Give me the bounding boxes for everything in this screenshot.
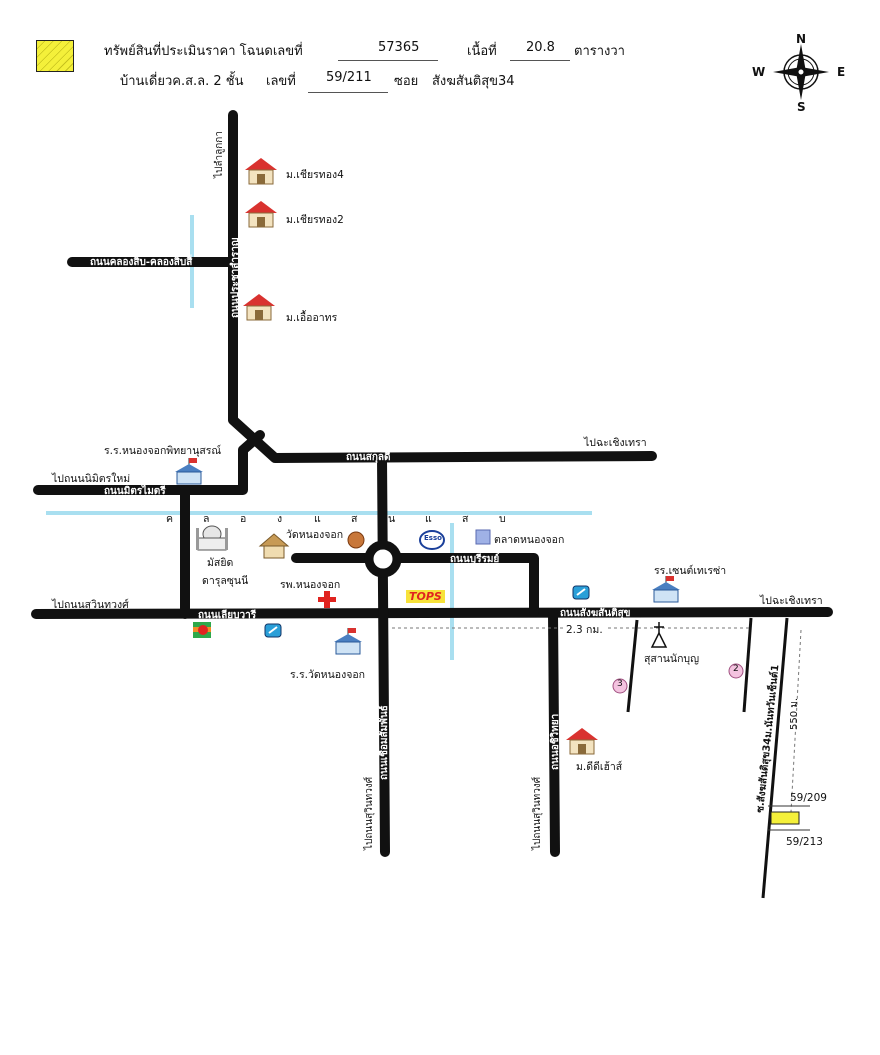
bank-icon (264, 623, 282, 638)
village-label-4: ม.ดีดีเฮ้าส์ (576, 761, 623, 773)
direction-lamlukka: ไปลำลูกกา (214, 131, 225, 178)
compass-icon (773, 44, 829, 100)
soi-34 (761, 617, 789, 899)
road-main-horizontal (31, 607, 833, 619)
school-label-2: ร.ร.วัดหนองจอก (290, 669, 366, 681)
road-label-buri-rom: ถนนบุรีรมย์ (450, 554, 500, 565)
house-icon (245, 158, 277, 185)
compass-north: N (796, 32, 807, 46)
esso-icon (419, 530, 445, 550)
road-label-nong-chok-witthaya: ถนนอชิวิทยา (550, 713, 561, 770)
header-title: ทรัพย์สินที่ประเมินราคา โฉนดเลขที่ (104, 44, 303, 59)
canal-letter: แ (425, 513, 432, 525)
canals (46, 215, 592, 660)
soi-2 (742, 617, 753, 713)
badge-2-label: 2 (733, 664, 739, 674)
direction-suwinthawong-3: ไปถนนสุวินทวงศ์ (532, 776, 543, 850)
canal-letter: น (388, 513, 396, 525)
bank-icon (572, 585, 590, 600)
house-icon (243, 294, 275, 321)
temple-icon (258, 533, 290, 559)
road-label-sukhaphiban: ถนนสกุลดี (346, 452, 391, 463)
house-icon (566, 728, 598, 755)
roundabout (364, 540, 402, 578)
canal-letter: ล (203, 513, 210, 525)
area-underline (510, 60, 570, 61)
distance-550m: 550 ม. (789, 697, 800, 730)
market-label: ตลาดหนองจอก (494, 534, 565, 546)
canal-letter: ง (277, 513, 283, 525)
road-mitr-maitri (33, 430, 265, 495)
cemetery-icon (650, 622, 668, 648)
direction-chachoengsao-2: ไปฉะเชิงเทรา (760, 595, 823, 607)
canal-letter: ค (166, 513, 174, 525)
compass-east: E (837, 65, 846, 79)
school-icon (175, 458, 203, 485)
direction-nimit-mai: ไปถนนนิมิตรใหม่ (52, 473, 131, 485)
school-label-1: ร.ร.หนองจอกพิทยานุสรณ์ (104, 445, 222, 457)
village-label-1: ม.เชียรทอง4 (286, 169, 344, 181)
plot-label-1: 59/209 (790, 792, 827, 804)
road-label-khlong-sib: ถนนคลองสิบ-คลองสิบสี่ (90, 257, 193, 268)
school-label-3: รร.เซนต์เทเรซ่า (654, 565, 727, 577)
esso-label: Esso (424, 534, 442, 542)
village-label-2: ม.เชียรทอง2 (286, 214, 344, 226)
road-label-sangkhasantisuk: ถนนสังฆสันติสุข (560, 608, 631, 619)
soi-badge-3 (612, 678, 628, 694)
house-number: 59/211 (326, 70, 372, 85)
area-value: 20.8 (526, 40, 555, 55)
building-type: บ้านเดี่ยวค.ส.ล. 2 ชั้น (120, 74, 244, 89)
cemetery-label: สุสานนักบุญ (644, 653, 700, 665)
canal-letter: ส (462, 513, 469, 525)
road-nong-chok-witthaya (548, 609, 560, 857)
compass-south: S (797, 100, 806, 114)
badge-3-label: 3 (617, 679, 623, 689)
area-label: เนื้อที่ (467, 44, 497, 59)
soi-label: ซอย (394, 74, 419, 89)
mosque-icon (196, 525, 228, 551)
deed-number: 57365 (378, 40, 420, 55)
legend-swatch (36, 40, 74, 72)
mosque-label-2: ดารุลซุนนี (202, 575, 249, 587)
thin-sois (626, 617, 789, 899)
canal-letter: บ (499, 513, 506, 525)
village-label-3: ม.เอื้ออาทร (286, 312, 338, 324)
distance-2-3km: 2.3 กม. (564, 621, 605, 638)
distance-line-550m (790, 629, 802, 813)
soi-name: สังฆสันติสุข34 (432, 74, 515, 89)
soi-badge-2 (728, 663, 744, 679)
school-icon (334, 628, 362, 655)
road-label-pracha-samran: ถนนประชาสำราญ (230, 237, 241, 318)
deed-underline (338, 60, 438, 61)
plot-label-2: 59/213 (786, 836, 823, 848)
soi-1 (626, 619, 639, 713)
house-number-label: เลขที่ (266, 74, 296, 89)
tops-label: TOPS (406, 590, 445, 603)
direction-suwinthawong: ไปถนนสุวินทวงศ์ (52, 599, 129, 611)
road-label-liap-wari: ถนนเลียบวารี (198, 610, 257, 621)
market-icon (475, 529, 491, 545)
hospital-cross-icon (318, 591, 336, 608)
canal-letter: อ (240, 513, 247, 525)
house-icon (245, 201, 277, 228)
road-chueam-samphan (377, 453, 390, 857)
mosque-label-1: มัสยิด (207, 557, 234, 569)
road-label-mitr-maitri: ถนนมิตรไมตรี (104, 486, 166, 497)
temple-bell-icon (347, 531, 365, 549)
school-icon (652, 576, 680, 603)
house-underline (308, 92, 388, 93)
area-unit: ตารางวา (574, 44, 625, 59)
compass-west: W (752, 65, 766, 79)
subject-plot (770, 811, 800, 825)
direction-suwinthawong-2: ไปถนนสุวินทวงศ์ (364, 776, 375, 850)
convenience-store-icon (193, 622, 211, 638)
hospital-label: รพ.หนองจอก (280, 579, 341, 591)
canal-letter: แ (314, 513, 321, 525)
canal-letter: ส (351, 513, 358, 525)
road-label-chueam-samphan: ถนนเชื่อมสัมพันธ์ (379, 705, 390, 780)
direction-chachoengsao-1: ไปฉะเชิงเทรา (584, 437, 647, 449)
temple-label: วัดหนองจอก (286, 529, 344, 541)
